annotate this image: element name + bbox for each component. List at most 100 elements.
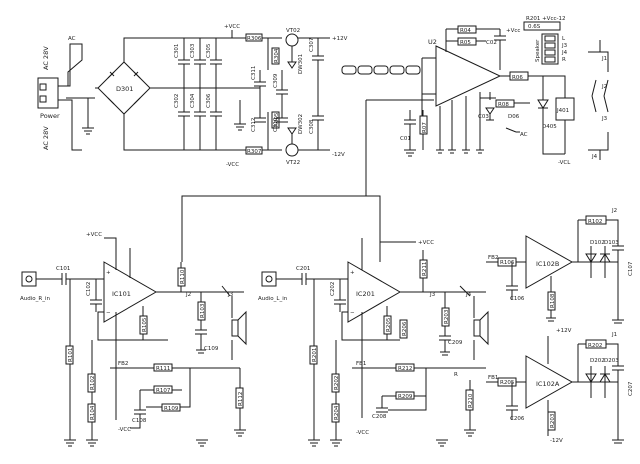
svg-text:DW301: DW301 bbox=[298, 54, 304, 74]
svg-text:D102: D102 bbox=[590, 240, 605, 246]
resistor-r305 bbox=[271, 111, 280, 129]
svg-text:C305: C305 bbox=[206, 43, 212, 58]
svg-text:−: − bbox=[106, 310, 111, 316]
capacitor-bank: C301 C302 C303 C304 C305 C306 bbox=[160, 38, 260, 150]
svg-text:C01: C01 bbox=[400, 136, 411, 142]
opamp-ic102b bbox=[525, 235, 574, 289]
svg-text:R08: R08 bbox=[498, 102, 509, 108]
svg-text:R101: R101 bbox=[68, 348, 74, 362]
svg-text:C304: C304 bbox=[190, 93, 196, 108]
conn-note: R201 +Vcc-12 bbox=[526, 16, 565, 22]
channel-left: Audio_L_in C201 IC201 + − +VCC C202 R205… bbox=[258, 238, 489, 447]
power-connector-label: Power bbox=[40, 112, 60, 120]
regulators: +VCC R306 R307 -VCC R304 R305 VT02 VT22 … bbox=[224, 24, 348, 168]
svg-text:R: R bbox=[562, 57, 566, 63]
svg-text:R307: R307 bbox=[247, 149, 262, 155]
svg-text:VT02: VT02 bbox=[286, 28, 300, 34]
svg-text:C301: C301 bbox=[174, 44, 180, 58]
ic102a-label: IC102A bbox=[536, 380, 560, 388]
ic102b-label: IC102B bbox=[536, 260, 559, 268]
svg-text:C307: C307 bbox=[309, 37, 315, 52]
protect-ac-label: AC bbox=[520, 132, 528, 138]
audio-r-input-connector bbox=[21, 271, 37, 287]
resistor-r304 bbox=[271, 47, 280, 65]
svg-text:J3: J3 bbox=[227, 292, 234, 298]
svg-text:C102: C102 bbox=[86, 282, 92, 296]
ac-label: AC bbox=[68, 36, 76, 42]
svg-text:C310: C310 bbox=[273, 117, 279, 132]
bridge-rectifier: D301 bbox=[95, 37, 248, 151]
svg-text:DW302: DW302 bbox=[298, 114, 304, 134]
svg-text:D405: D405 bbox=[542, 124, 557, 130]
svg-text:R04: R04 bbox=[460, 28, 471, 34]
svg-text:R201: R201 bbox=[312, 348, 318, 362]
svg-text:R202: R202 bbox=[334, 376, 340, 390]
opamp-u2 bbox=[435, 45, 502, 107]
svg-text:C302: C302 bbox=[174, 94, 180, 108]
svg-text:J3: J3 bbox=[429, 292, 436, 298]
svg-text:R204: R204 bbox=[334, 405, 340, 420]
svg-text:C107: C107 bbox=[628, 261, 634, 276]
opamp-ic102a bbox=[525, 355, 574, 409]
svg-text:J1: J1 bbox=[611, 332, 617, 338]
chl-nvcc-label: -VCC bbox=[356, 430, 369, 436]
svg-text:Speaker: Speaker bbox=[535, 39, 541, 62]
svg-text:C106: C106 bbox=[510, 296, 525, 302]
resistor-r08 bbox=[509, 71, 529, 81]
chl-vcc-label: +VCC bbox=[418, 240, 434, 246]
svg-text:C208: C208 bbox=[372, 414, 387, 420]
svg-text:R203: R203 bbox=[444, 309, 450, 324]
svg-text:R112: R112 bbox=[238, 392, 244, 406]
terminal-row bbox=[341, 65, 421, 75]
svg-text:R203: R203 bbox=[550, 413, 556, 428]
ac-input-label-2: AC 28V bbox=[42, 126, 50, 150]
p12-rail-label: +12V bbox=[332, 36, 348, 42]
audio-l-input-label: Audio_L_in bbox=[258, 296, 288, 302]
svg-text:D203: D203 bbox=[604, 358, 619, 364]
svg-text:C02: C02 bbox=[486, 40, 497, 46]
svg-text:FB2: FB2 bbox=[118, 361, 128, 367]
chr-vcc-label: +VCC bbox=[86, 232, 102, 238]
opamp-ic201 bbox=[347, 261, 402, 323]
conn-value: 0.6S bbox=[528, 24, 541, 30]
svg-text:FB1: FB1 bbox=[488, 375, 498, 381]
svg-text:C207: C207 bbox=[628, 381, 634, 396]
svg-text:R304: R304 bbox=[274, 48, 280, 63]
svg-text:J2: J2 bbox=[601, 84, 607, 90]
audio-r-input-label: Audio_R_in bbox=[20, 296, 50, 302]
svg-text:J3: J3 bbox=[601, 116, 608, 122]
ic101-label: IC101 bbox=[112, 290, 131, 298]
svg-text:J1: J1 bbox=[601, 56, 607, 62]
svg-text:+: + bbox=[106, 270, 111, 276]
svg-text:R07: R07 bbox=[422, 122, 428, 133]
feedback-block-b: +12V FB1 R205 IC102A C206 R203 -12V R202… bbox=[486, 328, 634, 444]
svg-text:D202: D202 bbox=[590, 358, 605, 364]
ac-input-label-1: AC 28V bbox=[42, 46, 50, 70]
svg-text:C306: C306 bbox=[206, 93, 212, 108]
svg-text:C311: C311 bbox=[251, 66, 257, 80]
svg-text:R209: R209 bbox=[398, 394, 413, 400]
chr-nvcc-label: -VCC bbox=[118, 427, 131, 433]
feedback-block-a: FB2 R106 IC102B C106 R108 R102 J2 D102 D… bbox=[486, 208, 634, 324]
svg-text:C109: C109 bbox=[204, 346, 219, 352]
relay-contacts: J1 J2 J3 J4 bbox=[588, 40, 609, 160]
svg-text:+: + bbox=[350, 270, 355, 276]
svg-text:−: − bbox=[350, 310, 355, 316]
svg-text:R103: R103 bbox=[200, 303, 206, 318]
svg-text:C101: C101 bbox=[56, 266, 70, 272]
protect-nvcl-label: -VCL bbox=[558, 160, 571, 166]
svg-text:R305: R305 bbox=[274, 112, 280, 127]
svg-text:C309: C309 bbox=[273, 73, 279, 88]
svg-text:J2: J2 bbox=[185, 292, 191, 298]
svg-text:C03: C03 bbox=[478, 114, 489, 120]
svg-text:L: L bbox=[562, 36, 566, 42]
svg-text:R102: R102 bbox=[90, 376, 96, 390]
fbb-n12-label: -12V bbox=[550, 438, 563, 444]
svg-text:C209: C209 bbox=[448, 340, 463, 346]
svg-text:R05: R05 bbox=[460, 40, 471, 46]
svg-text:R206: R206 bbox=[402, 321, 408, 336]
svg-text:R104: R104 bbox=[90, 405, 96, 420]
power-section: Power AC 28V AC 28V AC D301 C301 C302 C3… bbox=[37, 24, 348, 168]
power-connector bbox=[37, 77, 59, 109]
